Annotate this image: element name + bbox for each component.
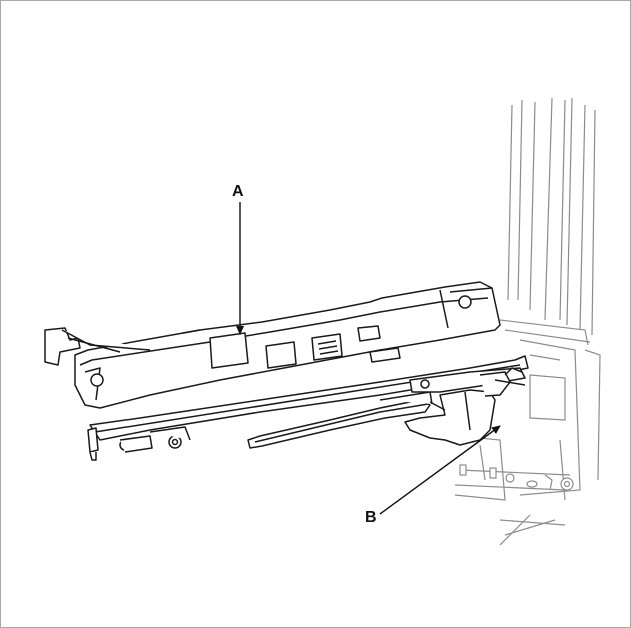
release-lever [247, 391, 433, 449]
lower-rail [87, 355, 529, 461]
locking-mechanism-b [404, 367, 526, 446]
seat-cushion-frame [459, 464, 574, 491]
seat-frame-background [449, 97, 601, 546]
callout-label-b: B [365, 509, 377, 526]
leader-line-b [379, 425, 501, 515]
callout-label-a: A [232, 183, 244, 200]
seat-rail-assembly-a [44, 281, 501, 409]
callout-leaders [236, 202, 501, 515]
